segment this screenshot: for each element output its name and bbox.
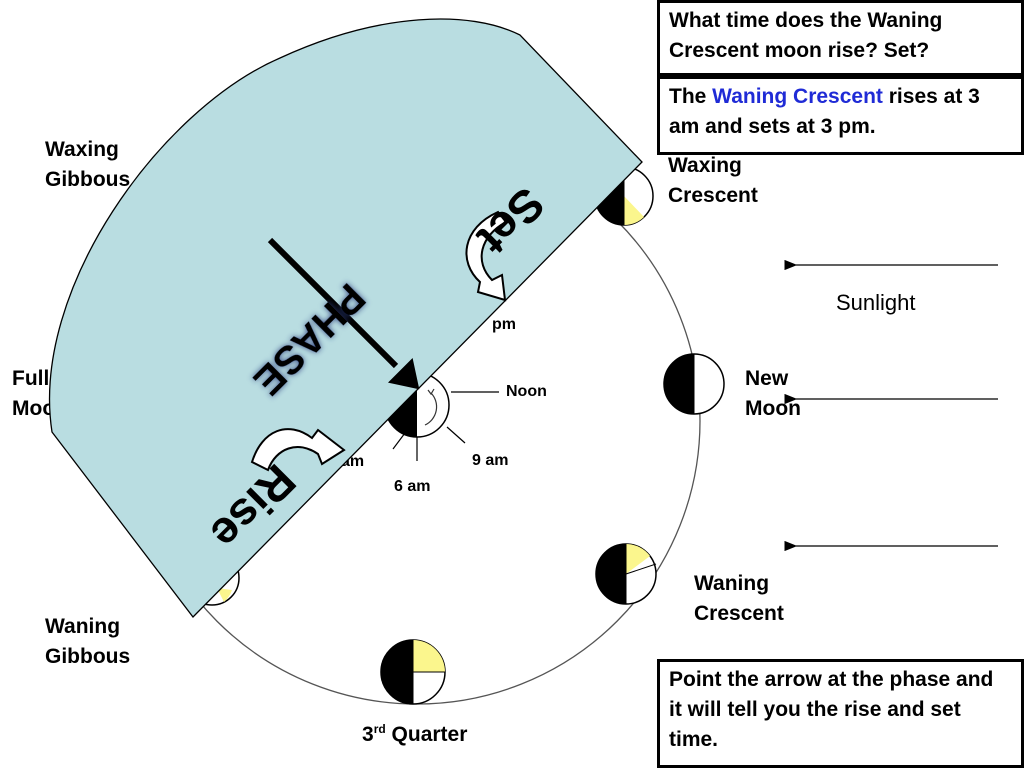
moon-waning-crescent <box>595 543 657 605</box>
set-arrow-icon <box>465 210 508 302</box>
moon-new <box>663 353 725 415</box>
clock-6am-label: 6 am <box>394 478 431 495</box>
clock-noon-label: Noon <box>506 383 547 400</box>
moon-third-quarter <box>380 639 446 705</box>
answer-box: The Waning Crescent rises at 3 am and se… <box>657 76 1024 155</box>
sunlight-label: Sunlight <box>836 290 916 315</box>
rise-arrow-icon <box>250 428 346 472</box>
phase-pointer-line <box>267 237 399 369</box>
clock-3pm-label: pm <box>492 316 516 333</box>
clock-9am-label: 9 am <box>472 452 509 469</box>
instruction-box: Point the arrow at the phase and it will… <box>657 659 1024 768</box>
answer-highlight: Waning Crescent <box>712 85 883 108</box>
question-box: What time does the Waning Crescent moon … <box>657 0 1024 76</box>
label-third-quarter: 3rd Quarter <box>362 722 468 746</box>
phase-pointer-arrowhead <box>387 357 420 390</box>
